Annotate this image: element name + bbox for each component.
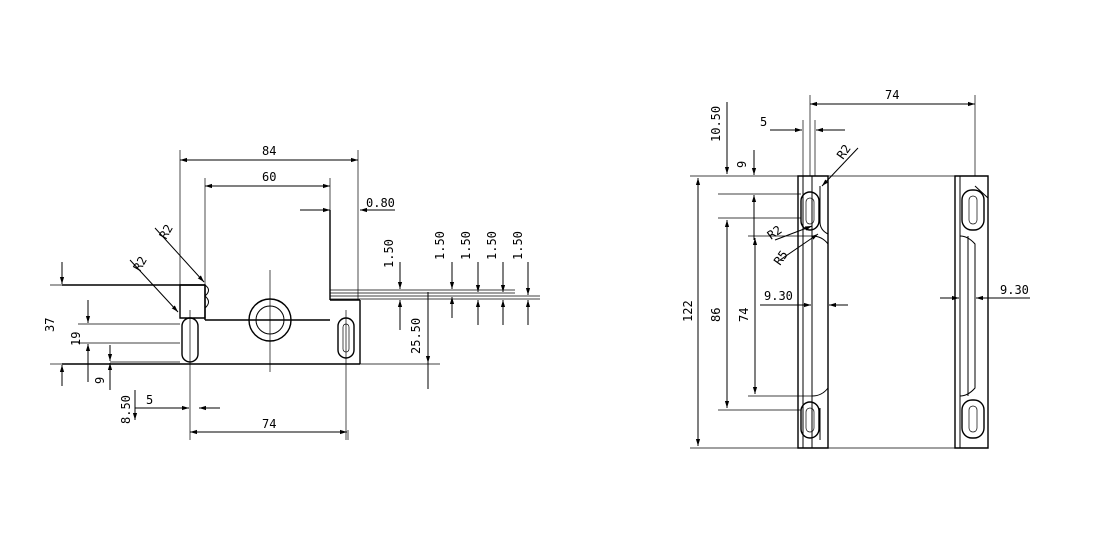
center-hole (243, 270, 297, 372)
dim-1-50-e: 1.50 (511, 231, 525, 260)
dim-9-30-left: 9.30 (764, 289, 793, 303)
radius-r2-right: R2 (834, 142, 854, 162)
radius-r2-inner: R2 (765, 223, 785, 243)
dim-84: 84 (262, 144, 276, 158)
radius-r2-lower: R2 (130, 254, 149, 274)
dim-37: 37 (43, 318, 57, 332)
left-view: 84 60 0.80 74 5 37 19 9 8.50 25.50 1.50 … (43, 144, 540, 440)
dim-74: 74 (262, 417, 276, 431)
dim-1-50-d: 1.50 (485, 231, 499, 260)
dim-8-50: 8.50 (119, 395, 133, 424)
dim-0-80: 0.80 (366, 196, 395, 210)
dim-1-50-a: 1.50 (382, 239, 396, 268)
dim-5-top: 5 (760, 115, 767, 129)
dim-5: 5 (146, 393, 153, 407)
dim-10-50: 10.50 (709, 106, 723, 142)
right-extension-lines (690, 95, 976, 449)
left-dimension-lines (59, 157, 531, 435)
dim-74-top: 74 (885, 88, 899, 102)
left-extension-lines (50, 150, 440, 440)
radius-r2-upper: R2 (156, 222, 175, 242)
dim-19: 19 (69, 332, 83, 346)
radius-r5: R5 (771, 248, 791, 268)
right-dimension-lines (695, 101, 1030, 446)
dim-1-50-b: 1.50 (433, 231, 447, 260)
dim-122: 122 (681, 300, 695, 322)
right-slot (337, 310, 355, 440)
right-dimension-texts: 74 5 10.50 9 122 86 74 9.30 9.30 R2 R2 R… (681, 88, 1029, 322)
right-right-flange (954, 175, 989, 449)
dim-9: 9 (93, 377, 107, 384)
left-slot (181, 310, 199, 440)
dim-86: 86 (709, 308, 723, 322)
dim-9-top: 9 (735, 161, 749, 168)
right-view: 74 5 10.50 9 122 86 74 9.30 9.30 R2 R2 R… (681, 88, 1030, 449)
dim-25-50: 25.50 (409, 318, 423, 354)
dim-1-50-c: 1.50 (459, 231, 473, 260)
dim-60: 60 (262, 170, 276, 184)
right-left-flange (797, 175, 829, 449)
left-dimension-texts: 84 60 0.80 74 5 37 19 9 8.50 25.50 1.50 … (43, 144, 525, 431)
dim-74-vertical: 74 (737, 308, 751, 322)
dim-9-30-right: 9.30 (1000, 283, 1029, 297)
